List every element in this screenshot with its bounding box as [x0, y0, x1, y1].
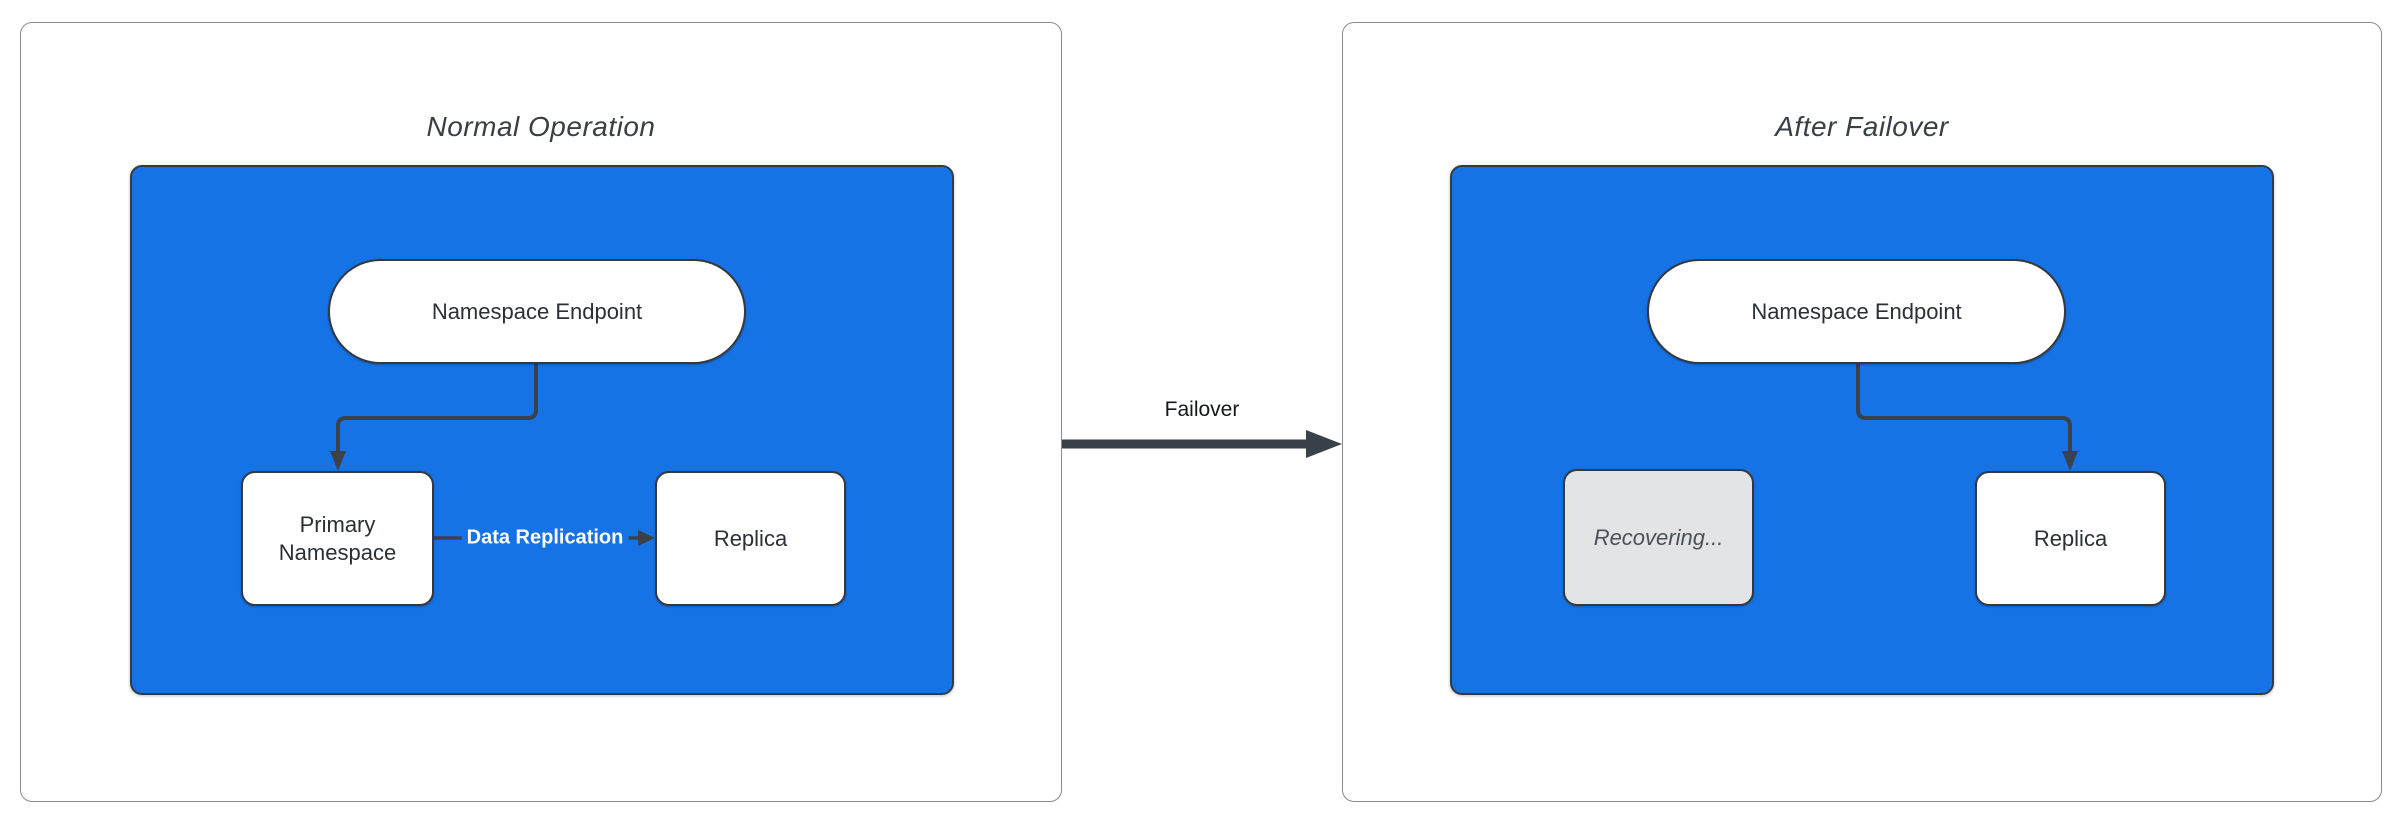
normal-operation-panel: Normal Operation Namespace Endpoint Prim… [20, 22, 1062, 802]
failover-cluster-container: Namespace Endpoint Recovering... Replica [1450, 165, 2274, 695]
normal-edges-canvas [330, 362, 655, 546]
primary-namespace-node: Primary Namespace [241, 471, 434, 606]
data-replication-edge-label: Data Replication [461, 525, 629, 551]
endpoint-to-replica-arrow [1856, 362, 2078, 471]
primary-namespace-label: Primary Namespace [278, 512, 397, 565]
after-failover-title: After Failover [1775, 111, 1949, 142]
normal-operation-title: Normal Operation [426, 111, 656, 142]
failover-edge-label: Failover [1164, 398, 1240, 421]
namespace-endpoint-node: Namespace Endpoint [328, 259, 746, 364]
replica-node: Replica [655, 471, 846, 606]
replica-label: Replica [713, 525, 788, 551]
replica-label: Replica [2033, 525, 2108, 551]
namespace-endpoint-label: Namespace Endpoint [431, 298, 643, 324]
failover-edges-canvas [1856, 362, 2078, 471]
normal-cluster-container: Namespace Endpoint Primary Namespace Rep… [130, 165, 954, 695]
recovering-node: Recovering... [1563, 469, 1754, 606]
namespace-endpoint-label: Namespace Endpoint [1751, 298, 1962, 324]
recovering-label: Recovering... [1593, 524, 1724, 550]
namespace-endpoint-node: Namespace Endpoint [1647, 259, 2066, 364]
after-failover-panel: After Failover Namespace Endpoint Recove… [1342, 22, 2382, 802]
endpoint-to-primary-arrow [330, 362, 538, 471]
replica-node: Replica [1975, 471, 2166, 606]
